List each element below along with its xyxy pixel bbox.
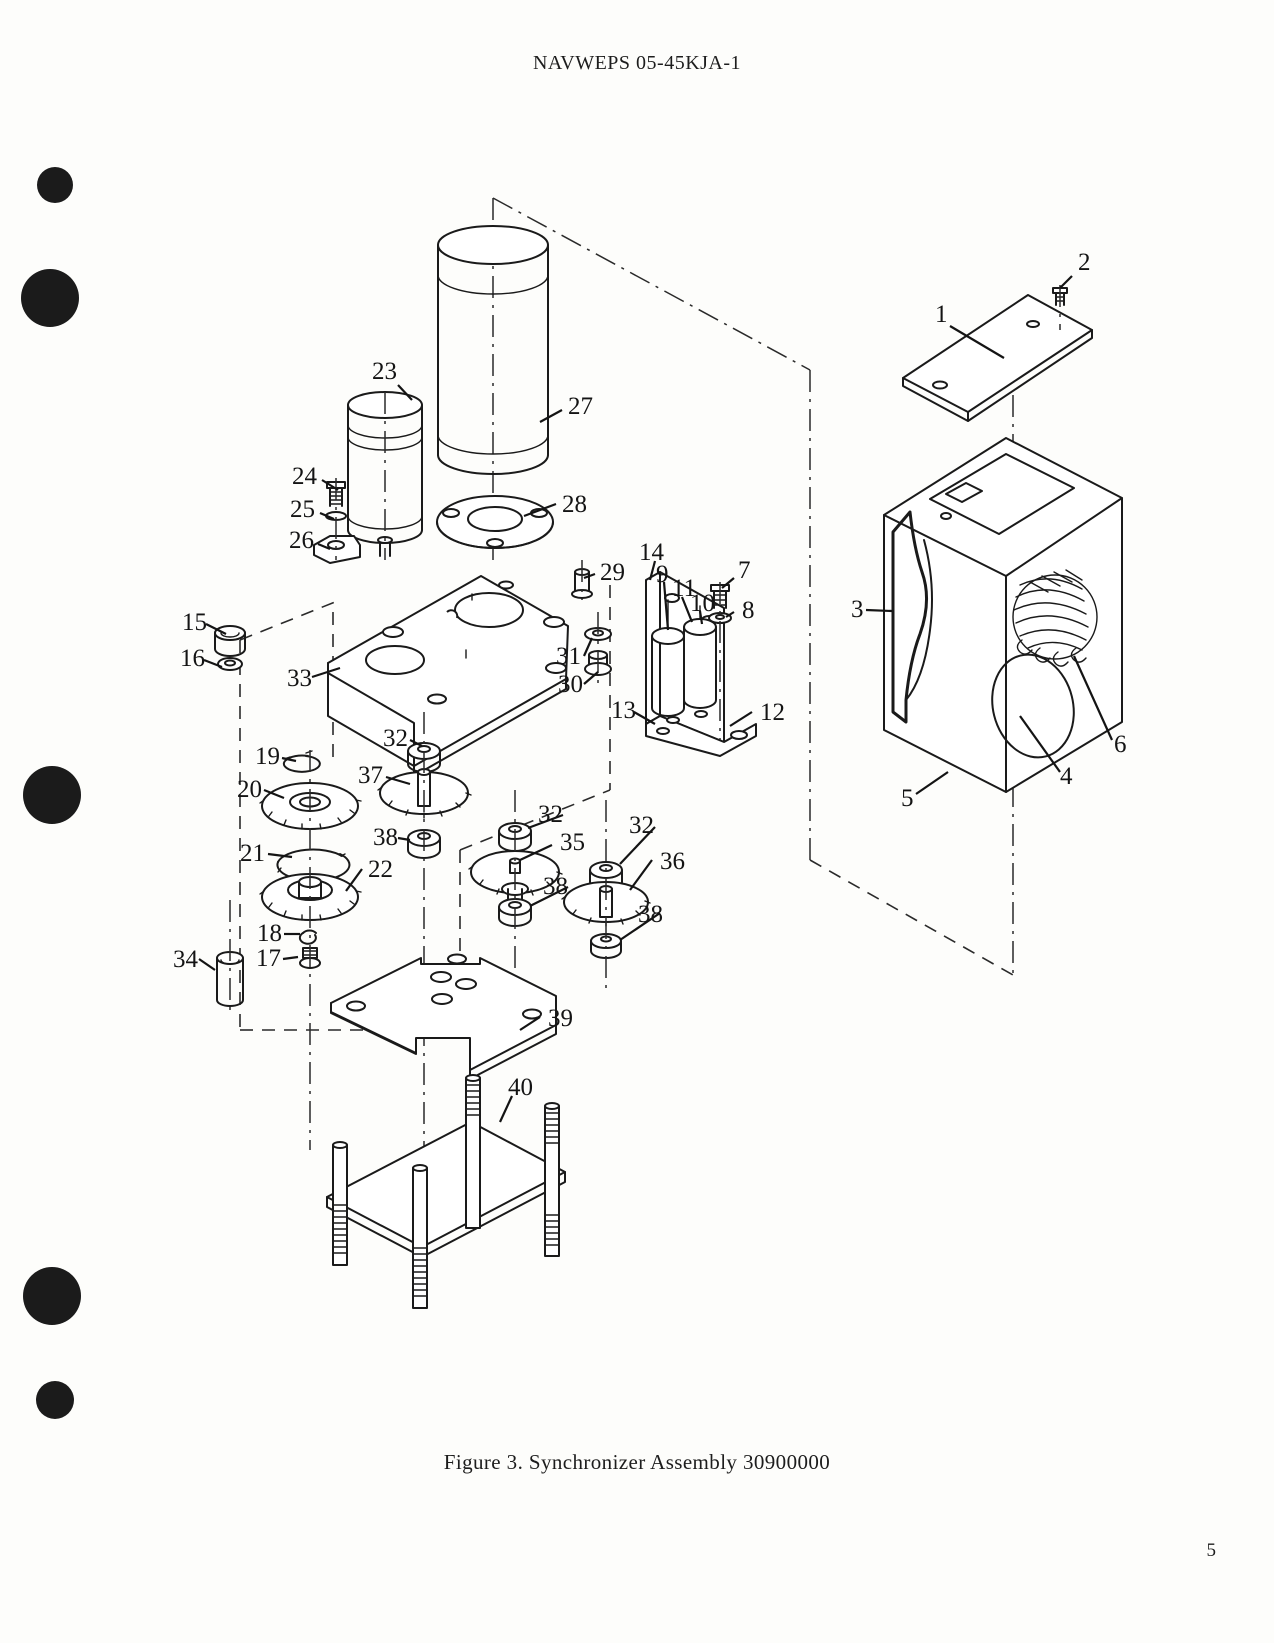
callout-9: 9 [656, 561, 669, 588]
callout-17: 17 [256, 945, 281, 972]
callout-23: 23 [372, 358, 397, 385]
callout-29: 29 [600, 559, 625, 586]
lockwasher-nut-30-31 [584, 612, 612, 684]
callout-35: 35 [560, 829, 585, 856]
motor-hardware-24-25-26 [313, 478, 361, 564]
cover-plate-1 [902, 294, 1093, 422]
punch-hole-4 [23, 1267, 81, 1325]
bottom-plate-39 [330, 953, 557, 1080]
figure-caption: Figure 3. Synchronizer Assembly 30900000 [443, 1450, 831, 1474]
callout-39: 39 [548, 1005, 573, 1032]
callout-32a: 32 [383, 725, 408, 752]
callout-18: 18 [257, 920, 282, 947]
callout-21: 21 [240, 840, 265, 867]
gear-stack-left [259, 750, 362, 1150]
stud-c [332, 1141, 348, 1266]
top-plate-33 [327, 575, 569, 777]
callout-20: 20 [237, 776, 262, 803]
callout-37: 37 [358, 762, 383, 789]
callout-32b: 32 [538, 801, 563, 828]
callout-8: 8 [742, 597, 755, 624]
stud-plate-40 [326, 1074, 566, 1309]
stud-b [544, 1102, 560, 1257]
motor-large-27 [437, 225, 549, 475]
mounting-flange-28 [436, 495, 554, 549]
standoff-29 [571, 560, 593, 600]
cover-screw-2 [1052, 285, 1068, 330]
callout-10: 10 [690, 590, 715, 617]
callout-32c: 32 [629, 812, 654, 839]
callout-24: 24 [292, 463, 318, 490]
bushing-washer-15-16 [214, 625, 246, 671]
callout-38a: 38 [373, 824, 398, 851]
callout-11: 11 [672, 575, 696, 602]
callout-3: 3 [851, 596, 864, 623]
callout-38b: 38 [543, 873, 568, 900]
punch-hole-1 [37, 167, 73, 203]
callout-31: 31 [556, 643, 581, 670]
callout-36: 36 [660, 848, 685, 875]
callout-6: 6 [1114, 731, 1127, 758]
callout-33: 33 [287, 665, 312, 692]
housing-3 [883, 437, 1123, 793]
callout-16: 16 [180, 645, 205, 672]
capacitor-bracket-assembly [645, 571, 757, 757]
callout-27: 27 [568, 393, 593, 420]
callout-numbers: 1 2 3 4 5 6 7 8 9 10 11 12 13 14 15 16 1… [173, 249, 1127, 1101]
punch-hole-3 [23, 766, 81, 824]
punch-hole-5 [36, 1381, 74, 1419]
callout-26: 26 [289, 527, 314, 554]
punch-hole-2 [21, 269, 79, 327]
callout-22: 22 [368, 856, 393, 883]
callout-19: 19 [255, 743, 280, 770]
callout-40: 40 [508, 1074, 533, 1101]
callout-13: 13 [611, 697, 636, 724]
bracket-screw-7-8 [708, 582, 732, 740]
callout-30: 30 [558, 671, 583, 698]
gear-idler-36 [561, 800, 651, 990]
leader-lines [198, 275, 1114, 1123]
callout-25: 25 [290, 496, 315, 523]
callout-28: 28 [562, 491, 587, 518]
callout-14: 14 [639, 539, 665, 566]
callout-12: 12 [760, 699, 785, 726]
page-number: 5 [1206, 1540, 1217, 1561]
callout-2: 2 [1078, 249, 1091, 276]
connector-pins-6 [1012, 569, 1098, 667]
callout-1: 1 [935, 301, 948, 328]
page-header: NAVWEPS 05-45KJA-1 [532, 52, 742, 74]
gear-cluster-35 [468, 790, 563, 990]
callout-5: 5 [901, 785, 914, 812]
callout-38c: 38 [638, 901, 663, 928]
callout-4: 4 [1060, 763, 1073, 790]
callout-7: 7 [738, 557, 751, 584]
stud-a [465, 1074, 481, 1229]
motor-small-23 [347, 391, 423, 560]
spacer-sleeve-34 [216, 900, 244, 1010]
callout-34: 34 [173, 946, 199, 973]
stud-d [412, 1164, 428, 1309]
callout-15: 15 [182, 609, 207, 636]
